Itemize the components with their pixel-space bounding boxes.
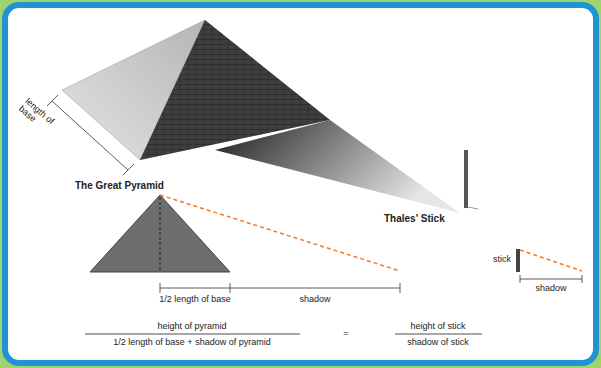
dimension-line [52, 101, 128, 170]
dimension-tick [400, 283, 401, 293]
figure-title: The Great Pyramid [75, 180, 164, 192]
stick-shadow [468, 207, 478, 209]
sun-ray [160, 195, 400, 271]
dimension-tick [160, 283, 161, 293]
formula-term: height of pyramid [157, 321, 226, 331]
pyramid-triangle [90, 195, 230, 272]
face-shade [140, 20, 330, 160]
fraction-bar [85, 334, 300, 335]
dimension-label: shadow [535, 283, 566, 293]
dimension-tick [520, 275, 521, 283]
dimension-tick [123, 164, 134, 175]
dimension-label: 1/2 length of base [159, 294, 231, 304]
stick [464, 150, 468, 208]
height-line [160, 197, 161, 272]
pyramid-right-face [140, 20, 330, 160]
formula-term: shadow of stick [407, 337, 469, 347]
dimension-tick [230, 283, 231, 293]
dimension-tick [47, 95, 58, 106]
formula-term: height of stick [410, 321, 465, 331]
part-label: stick [493, 254, 511, 264]
dimension-label: shadow [299, 294, 330, 304]
dimension-line [160, 288, 400, 289]
stick [516, 249, 520, 272]
dimension-line [520, 279, 582, 280]
fraction-bar [395, 334, 482, 335]
formula-sign: = [343, 328, 348, 338]
frame [5, 5, 596, 363]
sun-ray [520, 250, 582, 271]
formula-term: 1/2 length of base + shadow of pyramid [113, 337, 270, 347]
figure-title: Thales' Stick [384, 213, 445, 225]
dimension-tick [582, 275, 583, 283]
